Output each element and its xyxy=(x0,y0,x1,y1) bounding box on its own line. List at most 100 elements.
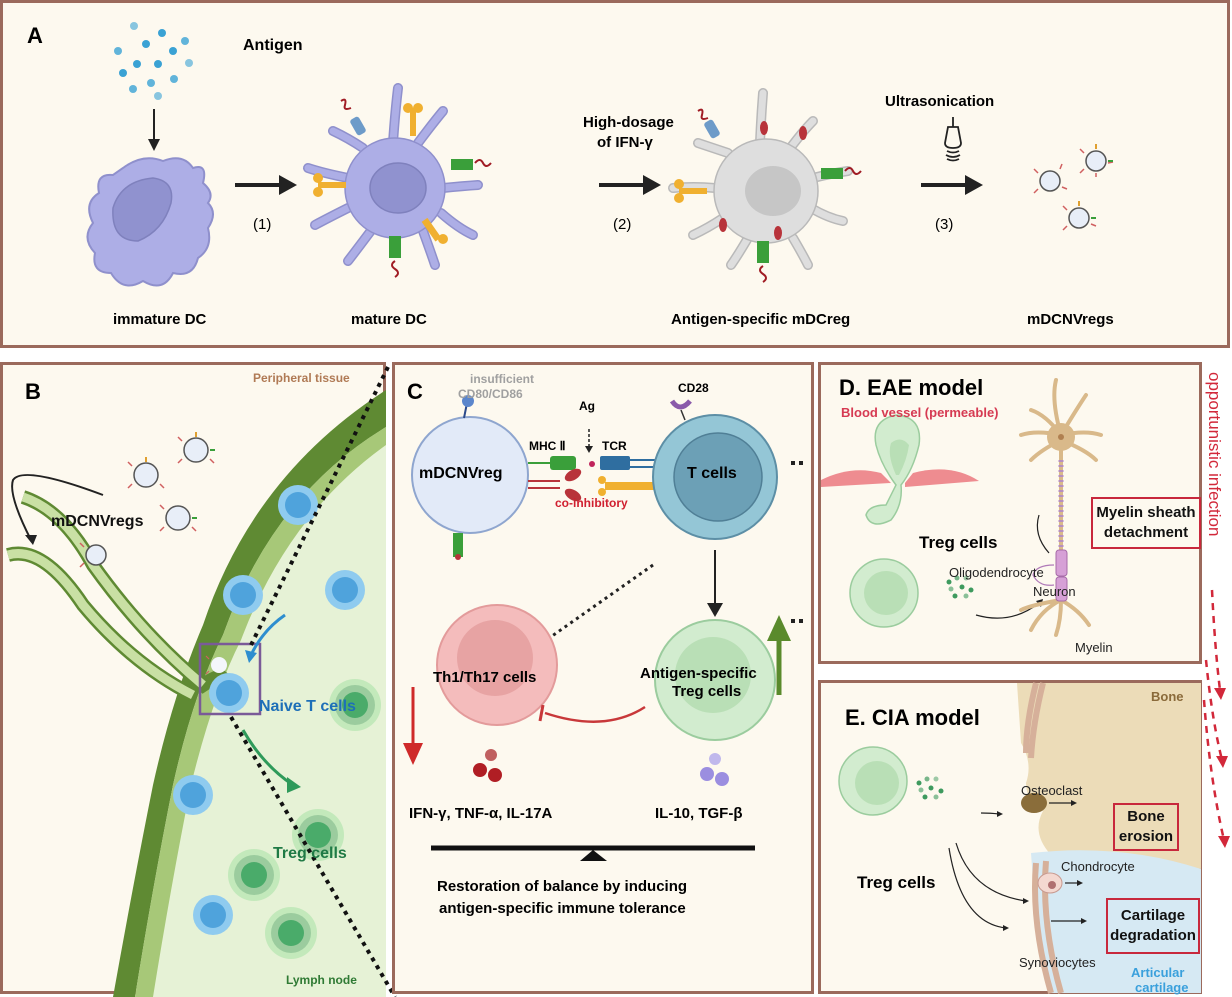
mature-dc-cell xyxy=(303,83,492,278)
panel-c-illustration xyxy=(403,395,805,861)
step2-label-line1: High-dosage xyxy=(583,114,674,131)
bone-label: Bone xyxy=(1151,689,1184,704)
endothelial-cell xyxy=(821,470,891,487)
panel-a-illustration xyxy=(86,22,1114,287)
articular-label: Articular xyxy=(1131,965,1185,980)
antigen-particles xyxy=(114,22,193,100)
step2-arrow xyxy=(599,175,661,195)
treg-cells xyxy=(228,679,381,959)
t-cells-label: T cells xyxy=(687,465,737,482)
insufficient-line1: insufficient xyxy=(470,372,535,386)
anti-inflammatory-cytokines-label: IL-10, TGF-β xyxy=(655,805,743,822)
cartilage-label: cartilage xyxy=(1135,980,1189,995)
step3-number: (3) xyxy=(935,216,954,233)
myelin-detachment-line2: detachment xyxy=(1103,524,1189,541)
myelin-detachment-line1: Myelin sheath xyxy=(1096,504,1196,521)
mdcreg-cell xyxy=(668,88,862,283)
inhibition-line xyxy=(544,705,646,723)
tcr-receptor xyxy=(600,456,630,470)
balance-caption-line2: antigen-specific immune tolerance xyxy=(439,900,686,917)
vesicle xyxy=(1079,144,1114,177)
effect-arrow xyxy=(955,842,1027,902)
insufficient-line2: CD80/CD86 xyxy=(458,387,523,401)
panel-d: D. EAE model Blood vessel (permeable) Tr… xyxy=(818,362,1202,664)
lymph-node-capsule xyxy=(113,390,386,997)
cartilage-degradation-line1: Cartilage xyxy=(1120,907,1186,924)
panel-d-illustration xyxy=(821,378,1103,637)
naive-t-cells-label: Naive T cells xyxy=(259,698,356,715)
mature-dc-label: mature DC xyxy=(351,311,427,328)
antigen-peptide xyxy=(589,461,595,467)
panel-a-letter: A xyxy=(27,23,43,48)
step2-label-line2: of IFN-γ xyxy=(597,134,653,151)
panel-b-illustration xyxy=(6,366,397,997)
step2-number: (2) xyxy=(613,216,632,233)
bone xyxy=(1017,683,1201,869)
balance-fulcrum xyxy=(580,850,607,861)
co-inhibitory-label: co-inhibitory xyxy=(555,496,628,510)
anti-inflammatory-cytokines xyxy=(700,753,729,786)
cd28-label: CD28 xyxy=(678,381,709,395)
cd28-receptor xyxy=(669,399,692,410)
bone-erosion-box: Bone erosion xyxy=(1113,803,1179,851)
treg-label-line1: Antigen-specific xyxy=(640,665,757,682)
panel-e: E. CIA model Bone Osteoclast Treg cells … xyxy=(818,680,1202,995)
step3-arrow xyxy=(921,175,983,195)
panel-d-title: D. EAE model xyxy=(839,375,984,400)
lymph-node-label: Lymph node xyxy=(286,973,357,987)
treg-label-line2: Treg cells xyxy=(672,683,742,700)
step1-number: (1) xyxy=(253,216,272,233)
cytokine-dots xyxy=(946,575,974,599)
zoom-guide-line-top xyxy=(249,366,390,646)
mdcnvreg-label: mDCNVreg xyxy=(419,465,503,482)
naive-t-cells xyxy=(173,485,365,935)
blue-arrow xyxy=(249,613,286,656)
treg-cells-label: Treg cells xyxy=(273,845,347,862)
cartilage-degradation-box: Cartilage degradation xyxy=(1106,898,1200,954)
treg-cells-label: Treg cells xyxy=(919,533,998,552)
th1-th17-label: Th1/Th17 cells xyxy=(433,669,537,686)
effect-arrow xyxy=(980,812,1000,815)
panel-b-letter: B xyxy=(25,379,41,404)
transmigrating-treg-cell xyxy=(865,414,921,525)
panel-c-letter: C xyxy=(407,379,423,404)
oligodendrocyte-label: Oligodendrocyte xyxy=(949,565,1044,580)
peripheral-tissue-label: Peripheral tissue xyxy=(253,371,350,385)
treg-cells-label: Treg cells xyxy=(857,873,936,892)
mdcnvregs-label: mDCNVregs xyxy=(51,513,144,530)
oligodendrocyte xyxy=(1032,564,1055,586)
cd80-cd86-marker xyxy=(462,395,474,407)
mhc-ii-receptor xyxy=(550,456,576,470)
step3-label: Ultrasonication xyxy=(885,93,995,110)
articular-cartilage xyxy=(1031,850,1201,993)
panel-e-illustration xyxy=(838,682,1201,994)
myelin-detachment-box: Myelin sheath detachment xyxy=(1091,497,1201,549)
myelin-sheath xyxy=(1055,576,1068,602)
immature-dc-cell xyxy=(86,157,214,287)
cartilage-degradation-line2: degradation xyxy=(1110,927,1196,944)
zoom-guide-line-bottom xyxy=(229,715,397,997)
osteoclast xyxy=(1021,793,1047,813)
dotted-arrow-to-th xyxy=(544,563,654,643)
effect-arrow xyxy=(948,847,1007,929)
synoviocytes-label: Synoviocytes xyxy=(1019,955,1096,970)
mdcreg-label: Antigen-specific mDCreg xyxy=(671,311,851,328)
vesicle xyxy=(205,655,227,675)
bone-erosion-line2: erosion xyxy=(1118,828,1174,845)
panel-b: B Peripheral tissue mDCNVregs Naive T ce… xyxy=(0,362,397,997)
antigen-down-arrow xyxy=(148,109,160,151)
neuron-label: Neuron xyxy=(1033,584,1076,599)
vesicle xyxy=(177,432,215,464)
mdcnvreg-cell xyxy=(411,416,529,534)
myelin-label: Myelin xyxy=(1075,640,1113,655)
endothelial-cell xyxy=(905,469,979,487)
opportunistic-infection-label: opportunistic infection xyxy=(1205,372,1224,537)
tcr-label: TCR xyxy=(602,439,627,453)
pro-inflammatory-cytokines-label: IFN-γ, TNF-α, IL-17A xyxy=(409,805,553,822)
pro-inflammatory-cytokines xyxy=(473,749,502,782)
immature-dc-label: immature DC xyxy=(113,311,207,328)
panel-e-title: E. CIA model xyxy=(845,705,980,730)
ultrasound-probe-icon xyxy=(944,117,962,162)
interaction-highlight-box xyxy=(198,642,262,716)
antigen-label: Antigen xyxy=(243,37,303,54)
